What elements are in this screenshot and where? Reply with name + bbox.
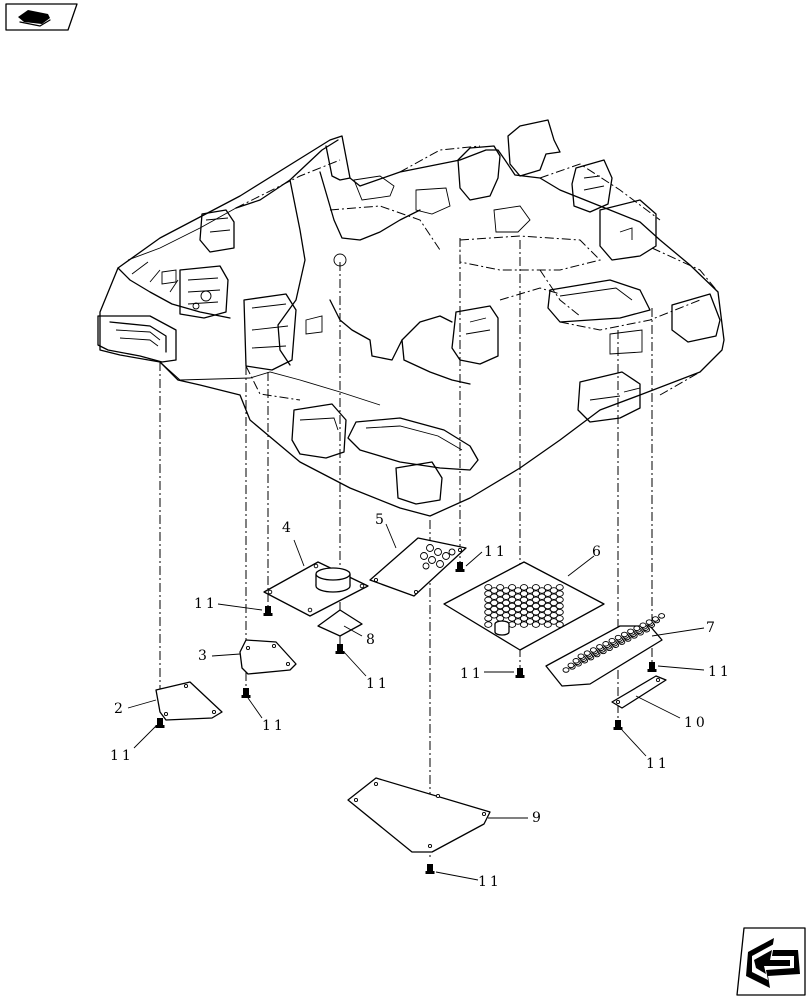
label-item-2: 2 (114, 701, 126, 717)
label-item-7: 7 (706, 620, 718, 636)
bolt-11 (335, 644, 345, 654)
label-item-3: 3 (198, 648, 210, 664)
label-item-9: 9 (532, 810, 544, 826)
part-2-cover-plate (155, 681, 223, 721)
arrow-icon[interactable] (736, 927, 806, 996)
leader-lines (127, 523, 705, 881)
part-6-perforated-floor-plate (443, 561, 605, 651)
bolt-11 (613, 720, 623, 730)
label-item-11: 11 (262, 718, 286, 734)
label-item-11: 11 (708, 664, 732, 680)
label-item-6: 6 (592, 544, 604, 560)
bolt-11 (263, 606, 273, 616)
part-9-large-cover-plate (347, 777, 491, 853)
label-item-11: 11 (484, 544, 508, 560)
book-icon[interactable] (5, 3, 78, 31)
main-frame (97, 119, 725, 517)
part-3-cover-plate (239, 639, 297, 675)
bolt-11 (241, 688, 251, 698)
item-labels: 4 5 6 7 8 3 2 10 9 11 11 11 11 11 11 11 … (110, 512, 732, 890)
label-item-11: 11 (366, 676, 390, 692)
bolt-11 (155, 718, 165, 728)
bolt-11 (647, 662, 657, 672)
part-4-cover-plate (263, 561, 369, 617)
part-5-perforated-cover (369, 537, 467, 597)
label-item-11: 11 (646, 756, 670, 772)
label-item-4: 4 (282, 520, 294, 536)
part-10-strap (611, 675, 667, 709)
label-item-11: 11 (194, 596, 218, 612)
label-item-8: 8 (366, 632, 378, 648)
bolt-11 (515, 668, 525, 678)
label-item-11: 11 (460, 666, 484, 682)
bolt-11 (455, 562, 465, 572)
label-item-10: 10 (684, 715, 708, 731)
bolt-11 (425, 864, 435, 874)
label-item-11: 11 (110, 748, 134, 764)
label-item-5: 5 (375, 512, 387, 528)
part-7-perforated-step-plate (545, 613, 666, 687)
label-item-11: 11 (478, 874, 502, 890)
bolts (155, 562, 657, 874)
